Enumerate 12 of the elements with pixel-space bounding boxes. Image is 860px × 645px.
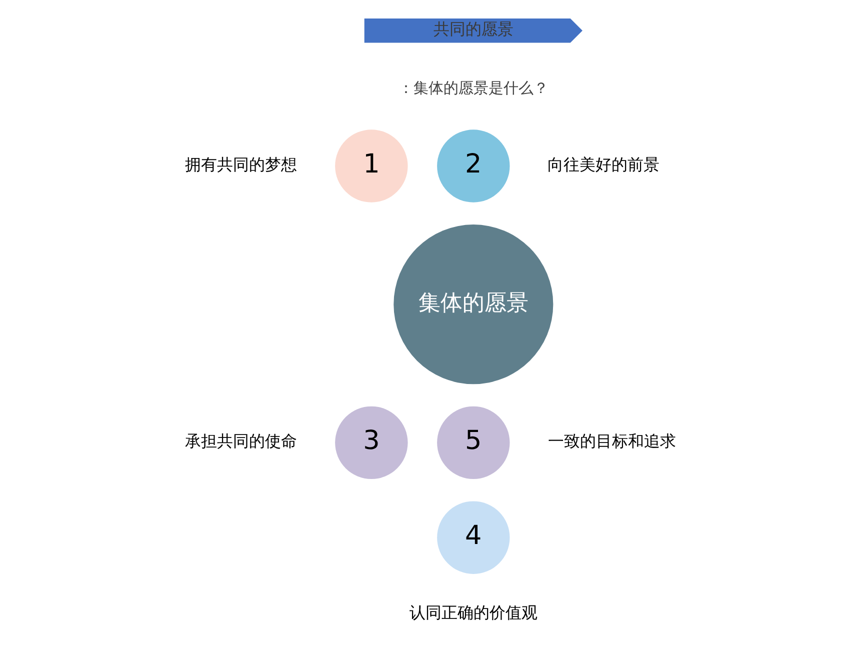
label: ：集体的愿景是什么？ [398, 78, 548, 97]
node-circle: 集体的愿景 [393, 224, 553, 384]
node-label: 一致的目标和追求 [547, 432, 676, 451]
node-label: 承担共同的使命 [184, 432, 297, 451]
node-label: 认同正确的价值观 [408, 603, 537, 622]
node-circle: 2 [436, 130, 510, 202]
node-circle: 4 [436, 501, 510, 574]
node-label: 拥有共同的梦想 [184, 154, 297, 174]
node-circle: 3 [334, 406, 408, 480]
node-circle: 1 [334, 130, 408, 202]
node-label: 向往美好的前景 [547, 154, 660, 174]
node-circle: 5 [436, 406, 510, 480]
